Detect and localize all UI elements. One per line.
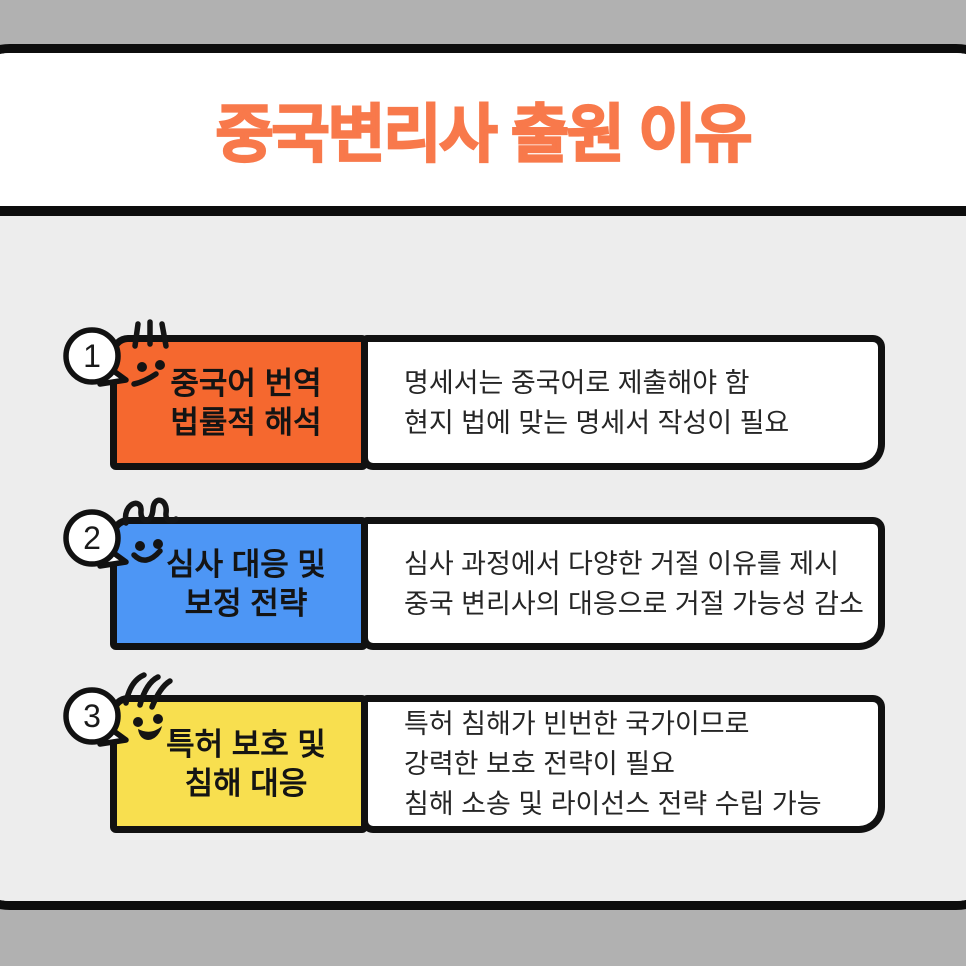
item-label-line: 법률적 해석	[170, 404, 322, 440]
bubble-circle	[63, 687, 121, 745]
item-desc-box: 심사 과정에서 다양한 거절 이유를 제시 중국 변리사의 대응으로 거절 가능…	[361, 517, 885, 650]
item-label-line: 중국어 번역	[170, 365, 322, 401]
item-label-box: 특허 보호 및 침해 대응	[110, 695, 368, 833]
item-number: 2	[83, 520, 101, 556]
bubble-circle	[63, 509, 121, 567]
item-row-2: 2 심사 대응 및 보정 전략 심사 과정에서 다양한 거절 이유를 제시 중국…	[63, 497, 885, 650]
face-doodle-spiky-hair-icon	[131, 319, 169, 387]
item-number-bubble: 3	[63, 687, 129, 747]
page-title: 중국변리사 출원 이유	[215, 99, 754, 171]
item-label-box: 중국어 번역 법률적 해석	[110, 335, 368, 470]
item-number: 3	[83, 698, 101, 734]
item-label-line: 보정 전략	[184, 585, 308, 621]
item-desc-line: 명세서는 중국어로 제출해야 함	[404, 367, 750, 398]
item-label-line: 특허 보호 및	[166, 727, 326, 762]
item-number-bubble: 2	[63, 509, 129, 569]
item-desc-line: 현지 법에 맞는 명세서 작성이 필요	[404, 407, 790, 438]
item-desc-box: 명세서는 중국어로 제출해야 함 현지 법에 맞는 명세서 작성이 필요	[361, 335, 885, 470]
item-number-bubble: 1	[63, 327, 129, 387]
item-row-3: 3 특허 보호 및 침해 대응 특허 침해가 빈번한 국가이므로 강력한 보호 …	[63, 672, 885, 833]
item-label-box: 심사 대응 및 보정 전략	[110, 517, 368, 650]
face-doodle-swept-hair-icon	[123, 672, 173, 740]
item-label-line: 침해 대응	[184, 766, 308, 801]
item-desc-line: 침해 소송 및 라이선스 전략 수립 가능	[404, 789, 822, 819]
item-desc-line: 강력한 보호 전략이 필요	[404, 749, 675, 779]
item-desc-line: 중국 변리사의 대응으로 거절 가능성 감소	[404, 588, 864, 619]
bubble-circle	[63, 327, 121, 385]
card-header: 중국변리사 출원 이유	[0, 53, 966, 216]
item-number: 1	[83, 338, 101, 374]
item-row-1: 1 중국어 번역 법률적 해석 명세서는 중국어로 제출해야 함 현지 법에 맞…	[63, 319, 885, 470]
item-desc-line: 특허 침해가 빈번한 국가이므로	[404, 709, 750, 739]
item-desc-line: 심사 과정에서 다양한 거절 이유를 제시	[404, 548, 839, 579]
face-doodle-curly-hair-icon	[122, 497, 179, 563]
item-label-line: 심사 대응 및	[166, 546, 326, 582]
item-desc-box: 특허 침해가 빈번한 국가이므로 강력한 보호 전략이 필요 침해 소송 및 라…	[361, 695, 885, 833]
